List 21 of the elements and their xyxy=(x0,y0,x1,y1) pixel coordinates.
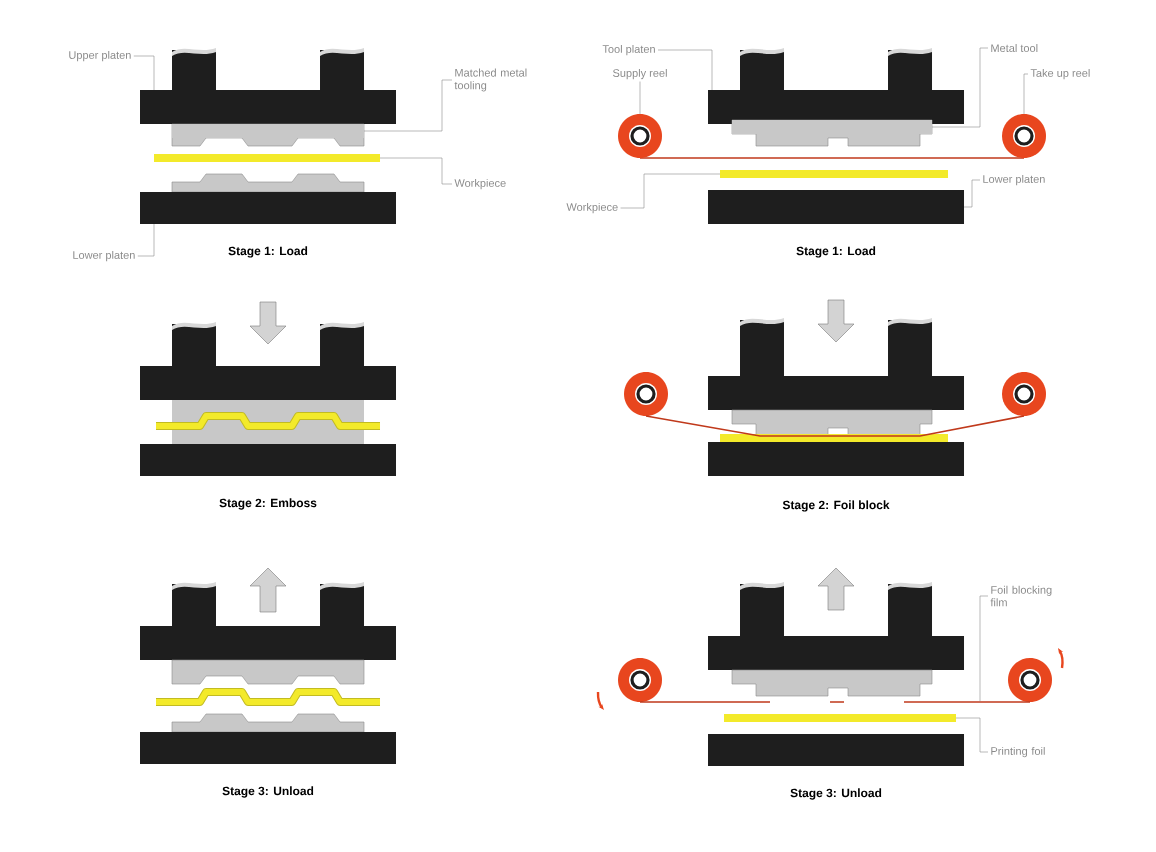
foil-strip xyxy=(724,714,956,722)
leader-line xyxy=(931,47,989,128)
leader-line xyxy=(963,179,981,208)
platen xyxy=(140,192,396,224)
leader-line xyxy=(133,55,155,91)
leader-line xyxy=(955,717,989,753)
reel xyxy=(618,114,662,158)
leader-line xyxy=(363,79,453,132)
leader-line xyxy=(137,223,155,257)
metal-tool xyxy=(731,119,933,147)
reel xyxy=(1002,114,1046,158)
workpiece xyxy=(720,170,948,178)
leader-line xyxy=(979,595,989,702)
tooling xyxy=(171,123,365,147)
leader-line xyxy=(1023,73,1029,115)
leader-line xyxy=(620,173,721,209)
leader-line xyxy=(657,49,713,91)
workpiece xyxy=(154,154,380,162)
leader-line xyxy=(639,81,641,115)
platen xyxy=(708,190,964,224)
leader-line xyxy=(379,157,453,185)
